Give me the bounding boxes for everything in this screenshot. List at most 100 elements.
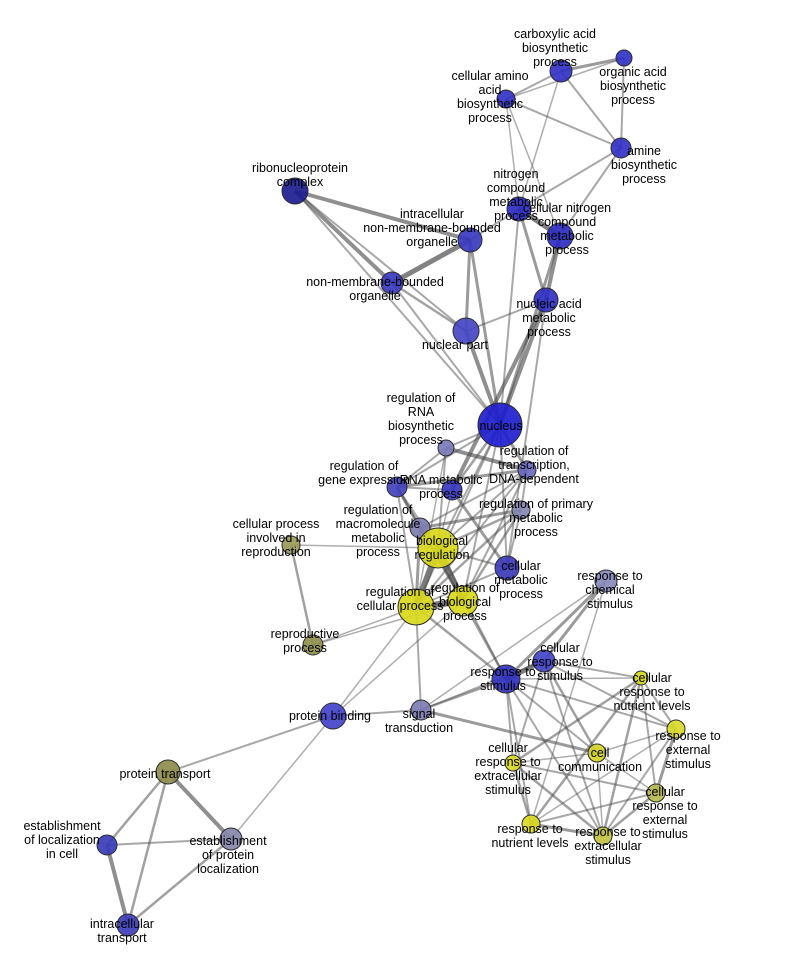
graph-node-resp-external xyxy=(666,719,686,739)
graph-node-resp-extracell xyxy=(593,826,613,846)
graph-edge-protein-binding--signal-transduction xyxy=(332,709,422,717)
graph-edge-signal-transduction--resp-chemical xyxy=(420,580,607,711)
graph-node-cell-proc-repro xyxy=(281,535,301,555)
graph-edge-nmbo--nuclear-part xyxy=(391,281,467,333)
graph-edge-amino-acid--cell-nitrogen xyxy=(505,98,561,237)
graph-edge-rnp-complex--nuclear-part xyxy=(294,190,467,332)
graph-edge-cell-comm--cell-resp-extracell xyxy=(512,752,598,764)
graph-edge-est-loc-cell--intracell-transport xyxy=(105,844,130,926)
graph-node-organic-acid xyxy=(615,49,633,67)
graph-edge-nucleic-acid--nuclear-part xyxy=(465,299,547,332)
graph-node-est-loc-cell xyxy=(96,834,118,856)
graph-node-carboxylic xyxy=(549,59,573,83)
graph-node-reg-rna-biosyn xyxy=(437,439,455,457)
graph-edge-amine--nitrogen xyxy=(518,147,622,210)
graph-edge-rnp-complex--intra-nmbo xyxy=(294,189,471,242)
graph-node-nitrogen xyxy=(506,196,532,222)
graph-node-est-protein-loc xyxy=(219,827,243,851)
graph-edge-protein-transport--intracell-transport xyxy=(126,771,170,926)
graph-node-amine xyxy=(610,137,632,159)
graph-edge-cell-proc-repro--reproductive xyxy=(289,544,315,646)
graph-edge-reg-gene-expr--reg-cellular xyxy=(396,486,417,608)
graph-node-intra-nmbo xyxy=(457,227,483,253)
graph-edge-cell-comm--cell-resp-external xyxy=(596,752,657,794)
graph-node-reg-cellular xyxy=(397,588,435,626)
graph-edge-amino-acid--nitrogen xyxy=(505,98,520,210)
graph-edge-resp-stimulus--signal-transduction xyxy=(420,677,507,712)
graph-node-amino-acid xyxy=(496,89,516,109)
graph-edge-est-protein-loc--intracell-transport xyxy=(127,838,232,926)
graph-edge-cell-resp-extracell--resp-extracell xyxy=(512,762,604,837)
graph-edge-resp-external--cell-resp-external xyxy=(654,728,678,794)
graph-node-cell-resp-stim xyxy=(532,649,556,673)
graph-edge-nucleus--bio-regulation xyxy=(437,424,501,549)
graph-edge-amino-acid--amine xyxy=(505,98,622,149)
graph-node-cell-nitrogen xyxy=(546,222,574,250)
graph-edge-protein-binding--est-protein-loc xyxy=(230,715,334,840)
graph-edge-reg-cellular--resp-stimulus xyxy=(415,606,507,680)
graph-edge-protein-binding--protein-transport xyxy=(167,715,334,773)
graph-node-reproductive xyxy=(302,634,324,656)
graph-edge-cell-resp-extracell--resp-nutrient xyxy=(511,762,533,825)
graph-node-reg-gene-expr xyxy=(386,476,408,498)
graph-edge-rnp-complex--nucleus xyxy=(294,190,501,426)
graph-edge-cell-resp-stim--resp-external xyxy=(543,660,677,730)
graph-node-cell-resp-external xyxy=(646,783,666,803)
graph-edge-intra-nmbo--nucleus xyxy=(468,239,502,426)
node-label-nuclear-part: nuclear part xyxy=(422,338,489,352)
graph-edge-cell-comm--resp-extracell xyxy=(596,752,604,837)
graph-node-resp-stimulus xyxy=(491,664,521,694)
graph-node-bio-regulation xyxy=(417,527,459,569)
graph-edge-resp-external--resp-extracell xyxy=(602,728,677,837)
graph-edge-reg-primary--reg-cellular xyxy=(415,509,522,608)
graph-edge-resp-stimulus--cell-comm xyxy=(505,678,598,754)
node-label-protein-transport: protein transport xyxy=(119,767,211,781)
graph-edge-resp-stimulus--resp-extracell xyxy=(505,678,604,837)
node-label-nucleus: nucleus xyxy=(479,419,522,433)
graph-edge-organic-acid--amine xyxy=(620,57,625,149)
graph-edge-resp-extracell--cell-resp-external xyxy=(602,792,657,837)
graph-edge-reg-primary--reg-biological xyxy=(461,509,523,602)
graph-node-nuclear-part xyxy=(452,317,480,345)
graph-edge-intra-nmbo--nmbo xyxy=(390,237,472,286)
graph-node-cell-metabolic xyxy=(494,555,520,581)
graph-edge-protein-transport--est-loc-cell xyxy=(106,771,169,846)
graph-edge-resp-nutrient--resp-extracell xyxy=(530,822,604,838)
graph-node-protein-transport xyxy=(155,759,181,785)
graph-edge-nucleus--cell-metabolic xyxy=(499,424,508,569)
graph-edge-cell-proc-repro--bio-regulation xyxy=(290,544,439,549)
graph-edge-cell-resp-extracell--cell-resp-external xyxy=(512,762,657,794)
graph-edge-intra-nmbo--nuclear-part xyxy=(464,239,472,332)
graph-edge-protein-binding--reg-biological xyxy=(332,600,464,717)
graph-node-nmbo xyxy=(380,271,404,295)
graph-edge-reg-rna-biosyn--reg-transcription xyxy=(445,446,528,472)
graph-edge-cell-resp-nutrient--cell-resp-external xyxy=(640,677,657,794)
